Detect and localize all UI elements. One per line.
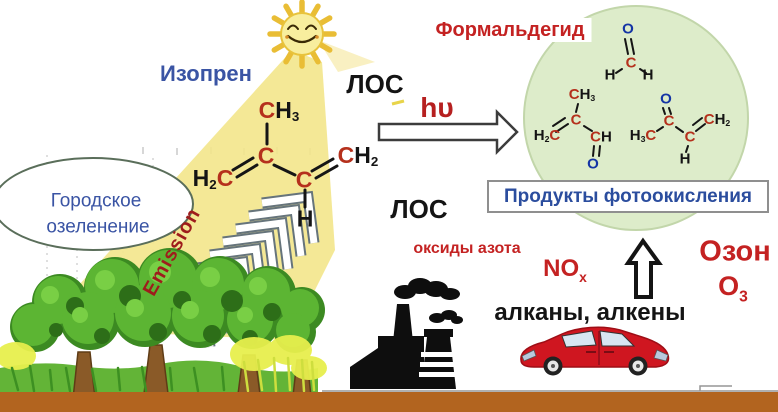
formaldehyde-h-left: H	[604, 66, 616, 84]
isoprene-bonds	[231, 122, 339, 209]
formaldehyde-title: Формальдегид	[428, 18, 592, 42]
right-arrow-icon	[377, 108, 519, 156]
urban-greening-line1: Городское	[50, 190, 142, 212]
red-car-icon	[520, 326, 670, 376]
isoprene-ch2: CH2	[337, 141, 379, 169]
formaldehyde-c: C	[625, 54, 637, 72]
photooxidation-products-label: Продукты фотоокисления	[504, 185, 752, 207]
trees	[0, 248, 327, 411]
formaldehyde-o: O	[622, 20, 634, 38]
isoprene-title: Изопрен	[160, 61, 252, 86]
methacrolein-c: C	[570, 111, 582, 129]
mvk-o: O	[660, 90, 672, 108]
green-circle	[523, 5, 749, 231]
isoprene-h: H	[296, 205, 314, 232]
nox-sub: x	[579, 268, 587, 285]
alkanes-alkenes-label: алканы, алкены	[494, 299, 686, 326]
mvk-c1: C	[663, 112, 675, 130]
nitrogen-oxides-label: оксиды азота	[413, 240, 521, 257]
isoprene-h2c: H2C	[192, 164, 234, 192]
o3-sub: 3	[739, 288, 748, 306]
up-arrow-icon	[624, 237, 663, 299]
methacrolein-bonds	[552, 103, 601, 157]
factory-smokestacks-icon	[350, 278, 463, 389]
isoprene-ch3: CH3	[258, 96, 300, 124]
formaldehyde-bonds	[615, 38, 647, 74]
urban-greening-line2: озеленение	[46, 216, 150, 238]
hv-label: hυ	[420, 92, 454, 123]
voc-label-bottom: ЛОС	[390, 194, 448, 224]
mvk-ch2: CH2	[703, 111, 731, 129]
methacrolein-ch3: CH3	[568, 86, 596, 104]
methacrolein-ch: CH	[590, 128, 612, 146]
methacrolein-o: O	[587, 155, 599, 173]
mvk-h: H	[679, 150, 691, 168]
o3-label: O3	[718, 270, 748, 306]
voc-label-top: ЛОС	[346, 69, 404, 99]
isoprene-c1: C	[257, 142, 275, 169]
urban-greening-oval	[0, 157, 194, 251]
ozone-label: Озон	[699, 235, 771, 268]
methacrolein-h2c: H2C	[533, 127, 561, 145]
mvk-bonds	[656, 107, 706, 153]
isoprene-c2: C	[295, 166, 313, 193]
mvk-c2: C	[684, 128, 696, 146]
nox-main: NO	[543, 255, 580, 283]
ground	[0, 385, 778, 412]
nox-label: NOx	[543, 257, 587, 285]
o3-main: O	[718, 270, 740, 301]
photooxidation-products-box: Продукты фотоокисления	[487, 180, 769, 213]
mvk-h3c: H3C	[629, 127, 657, 145]
smiling-sun-icon	[267, 0, 337, 69]
formaldehyde-h-right: H	[642, 66, 654, 84]
